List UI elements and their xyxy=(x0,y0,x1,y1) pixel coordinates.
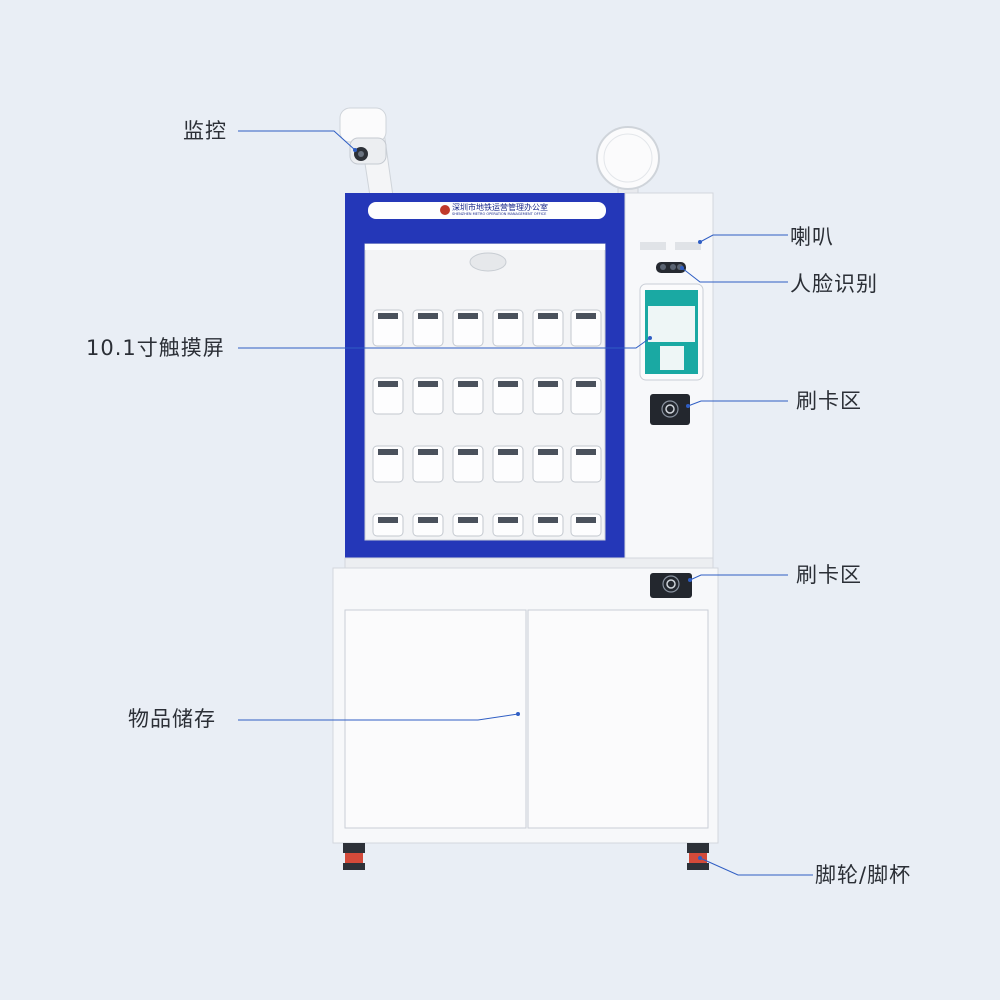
callout-wheel: 脚轮/脚杯 xyxy=(815,863,912,887)
callout-face: 人脸识别 xyxy=(790,272,878,296)
locker-cell xyxy=(570,377,602,415)
callout-screen: 10.1寸触摸屏 xyxy=(86,336,225,360)
upper-cabinet xyxy=(345,193,625,558)
locker-cell xyxy=(492,513,524,537)
speaker-dome-icon xyxy=(596,126,660,195)
locker-cell xyxy=(452,377,484,415)
locker-cell xyxy=(372,377,404,415)
header-plate-cn: 深圳市地铁运营管理办公室 xyxy=(452,203,548,212)
locker-cell xyxy=(372,445,404,483)
locker-cell xyxy=(570,445,602,483)
locker-cell xyxy=(532,309,564,347)
header-plate-en: SHENZHEN METRO OPERATION MANAGEMENT OFFI… xyxy=(452,212,547,216)
locker-cell-grid xyxy=(372,309,602,537)
mid-strip xyxy=(344,557,714,569)
camera-icon xyxy=(339,107,394,197)
locker-cell xyxy=(452,513,484,537)
locker-cell xyxy=(452,309,484,347)
locker-cell xyxy=(492,445,524,483)
locker-cell xyxy=(532,445,564,483)
leader-lines xyxy=(238,130,813,876)
locker-cell xyxy=(532,377,564,415)
locker-cell xyxy=(570,513,602,537)
callout-monitor: 监控 xyxy=(183,119,227,143)
callout-card-upper: 刷卡区 xyxy=(796,389,862,413)
control-panel xyxy=(624,192,714,559)
locker-cell xyxy=(452,445,484,483)
lower-cabinet xyxy=(332,567,719,844)
locker-cell xyxy=(492,377,524,415)
locker-cell xyxy=(570,309,602,347)
locker-cell xyxy=(532,513,564,537)
callout-card-lower: 刷卡区 xyxy=(796,563,862,587)
locker-cell xyxy=(412,513,444,537)
wheel-icon xyxy=(343,843,709,870)
locker-cell xyxy=(492,309,524,347)
locker-cell xyxy=(412,309,444,347)
locker-cell xyxy=(372,513,404,537)
callout-storage: 物品储存 xyxy=(128,707,216,731)
locker-cell xyxy=(412,445,444,483)
locker-cell xyxy=(412,377,444,415)
callout-speaker: 喇叭 xyxy=(790,225,834,249)
leader-dots xyxy=(353,148,702,860)
locker-cell xyxy=(372,309,404,347)
